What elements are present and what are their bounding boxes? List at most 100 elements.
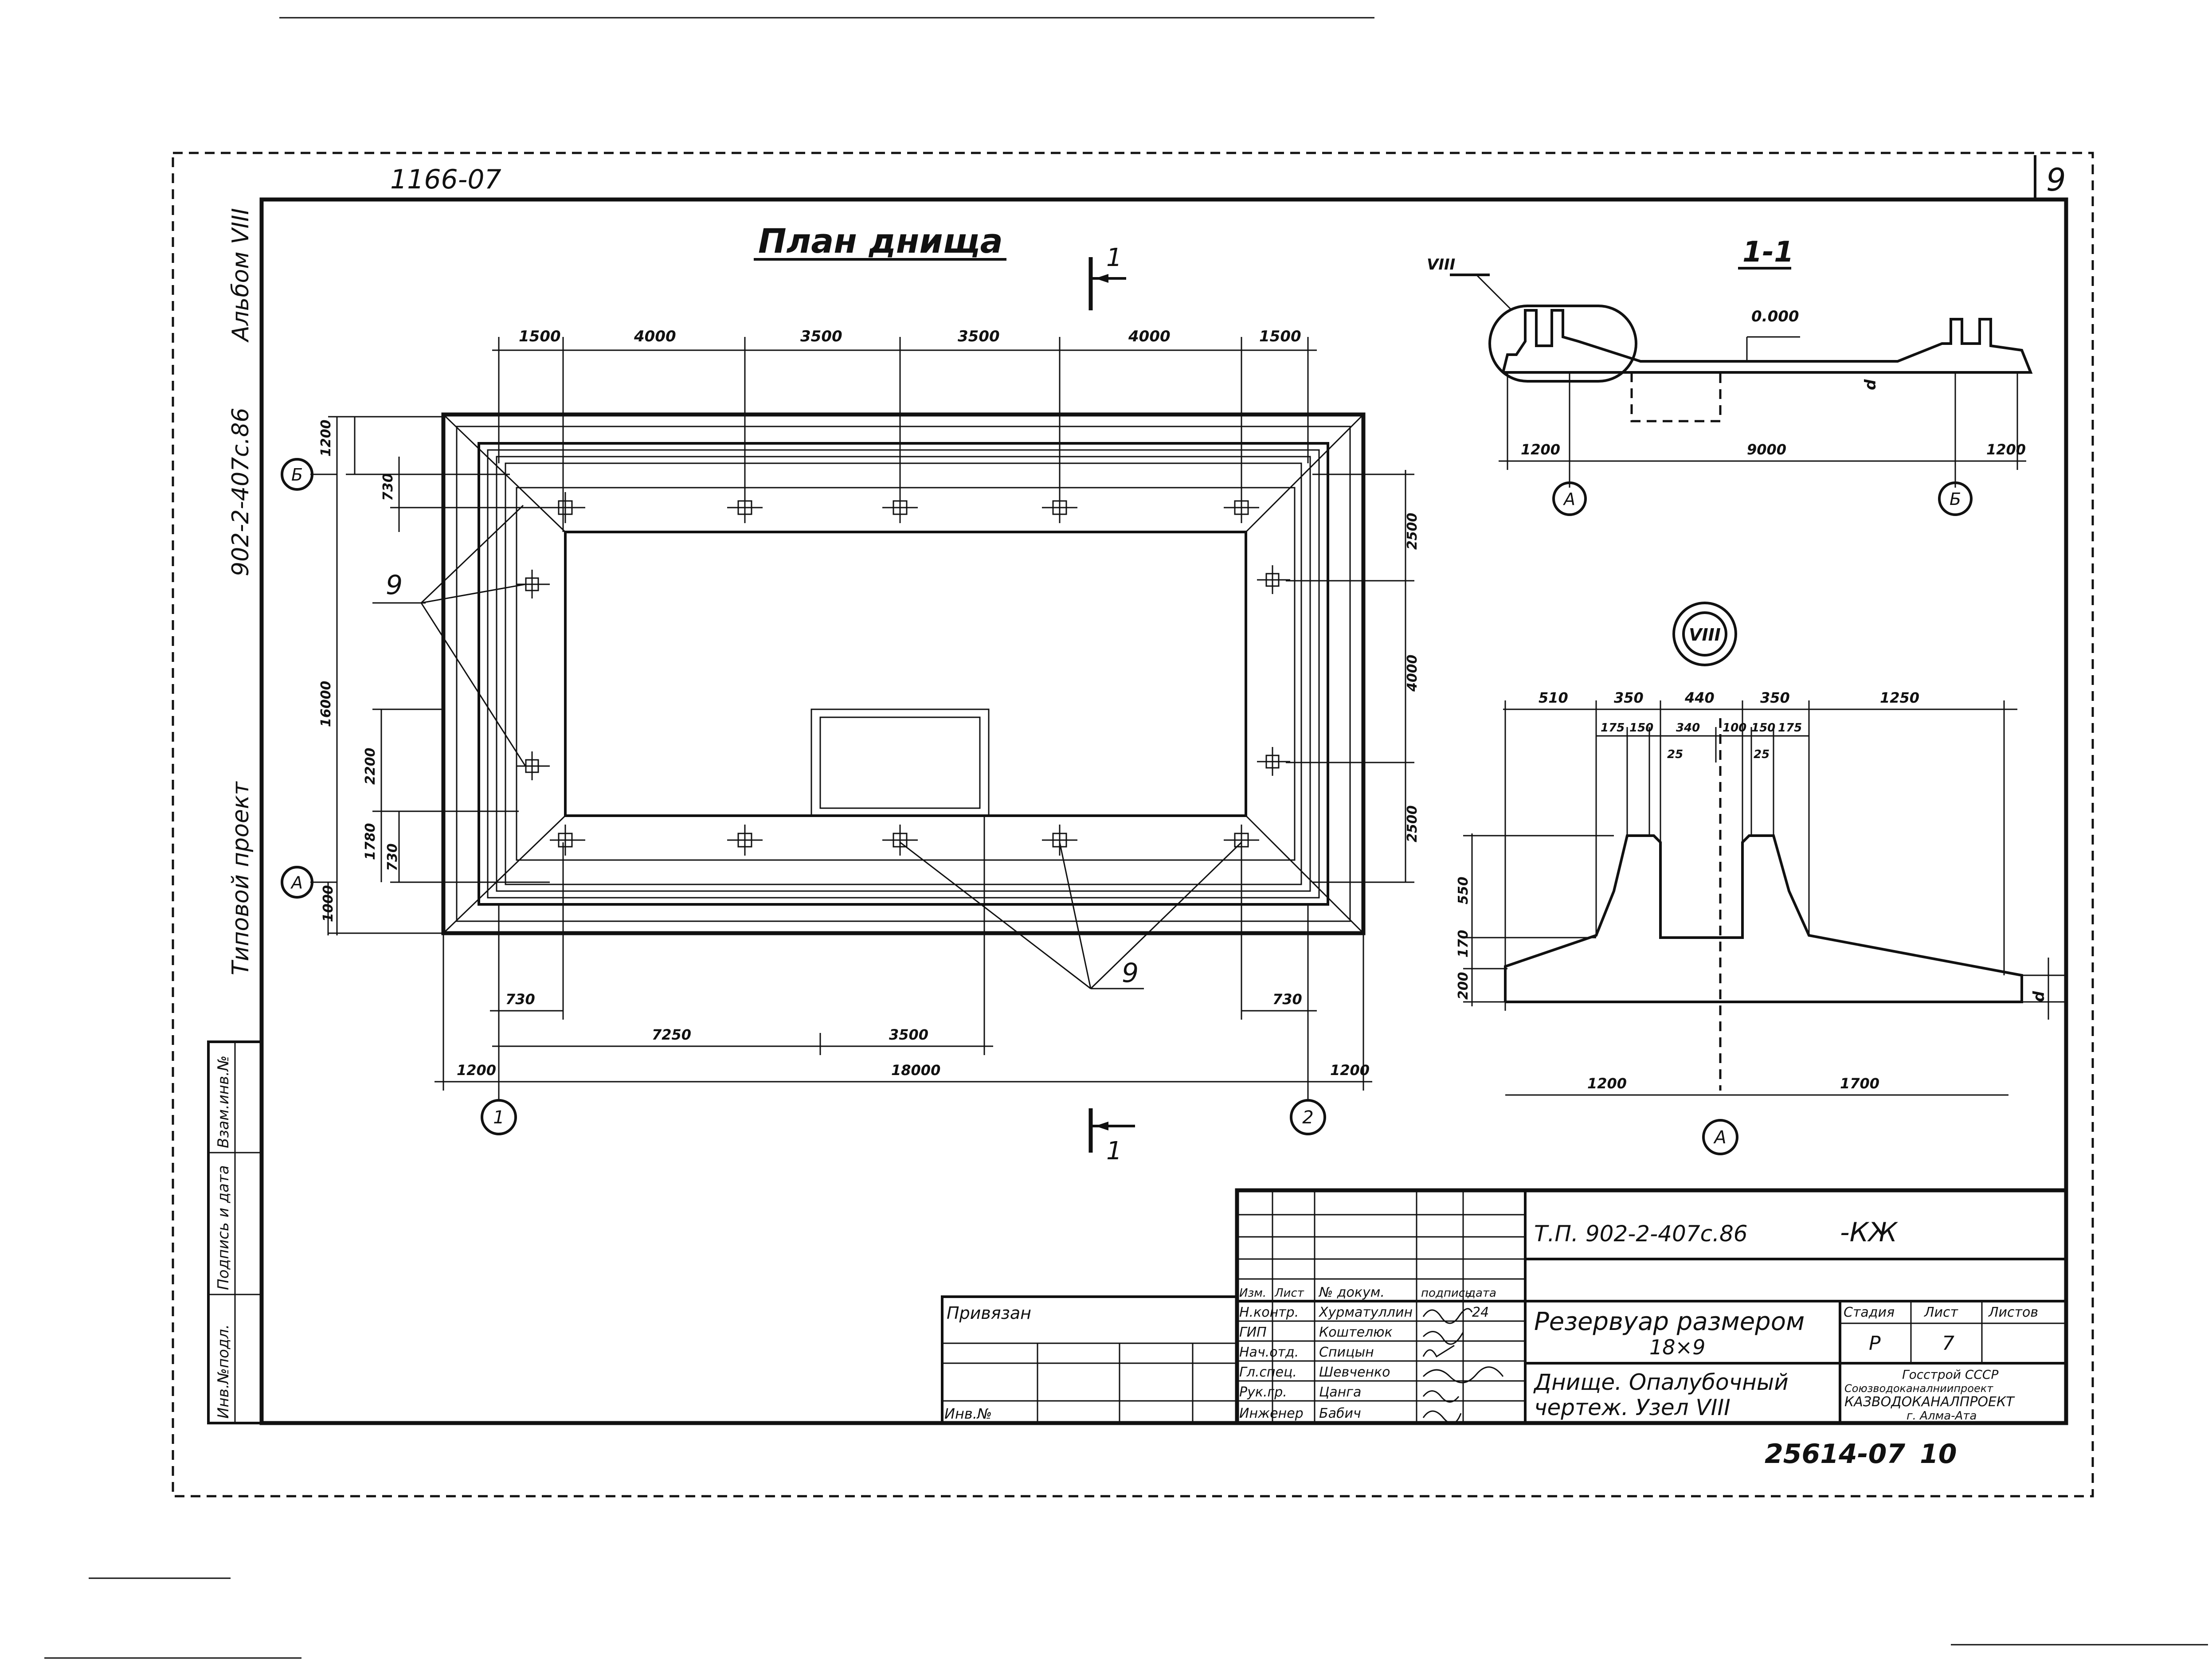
svg-text:А: А xyxy=(1713,1127,1726,1148)
plan-callout-left: 9 xyxy=(372,504,526,766)
svg-text:1: 1 xyxy=(1106,243,1122,272)
tb-role: Инженер xyxy=(1239,1406,1304,1421)
plan-bottom-dim: 1200 xyxy=(457,1062,496,1079)
axis-marker-a xyxy=(281,866,313,899)
inv-label: Инв.№ xyxy=(944,1405,992,1422)
side-column-replace: Взам.инв.№ xyxy=(215,1056,232,1148)
tb-sheet-name-1: Днище. Опалубочный xyxy=(1533,1369,1789,1395)
section-node-mark: VIII xyxy=(1427,256,1455,274)
node-mark-circle xyxy=(1672,602,1737,666)
plan-right-dims xyxy=(1286,470,1414,883)
plan-slab xyxy=(441,412,1366,935)
plan-left-dim: 1000 xyxy=(321,885,336,923)
plan-right-dim: 2500 xyxy=(1405,806,1420,843)
node-top-dim: 1250 xyxy=(1880,689,1919,706)
plan-right-dim: 2500 xyxy=(1405,513,1420,550)
node-bottom-dim: 1200 xyxy=(1587,1075,1627,1092)
section-axis-a xyxy=(1552,481,1587,516)
plan-top-dim: 1500 xyxy=(1259,328,1301,345)
plan-bottom-dim: 730 xyxy=(505,991,535,1008)
svg-text:1: 1 xyxy=(1106,1137,1122,1165)
tb-object-name: Резервуар размером xyxy=(1534,1307,1805,1336)
tb-name: Хурматуллин xyxy=(1318,1305,1413,1320)
tb-header: № докум. xyxy=(1318,1285,1385,1300)
tb-role: ГИП xyxy=(1239,1325,1267,1340)
tb-name: Коштелюк xyxy=(1319,1325,1393,1340)
axis-marker-1 xyxy=(481,1099,517,1135)
section-title: 1-1 xyxy=(1742,236,1794,269)
tb-org-4: г. Алма-Ата xyxy=(1907,1409,1977,1423)
tb-sheet-name-2: чертеж. Узел VIII xyxy=(1534,1395,1730,1420)
svg-text:2: 2 xyxy=(1302,1107,1313,1128)
plan-bottom-dim: 7250 xyxy=(652,1026,691,1043)
plan-left-dim: 16000 xyxy=(318,681,334,727)
node-profile xyxy=(1504,718,2023,1091)
tb-sheets-header: Листов xyxy=(1988,1305,2038,1320)
plan-top-dims xyxy=(492,337,1317,532)
tb-sheet-no: 7 xyxy=(1942,1332,1954,1355)
plan-left-dim: 1200 xyxy=(318,420,334,457)
sheet-number: 9 xyxy=(2046,162,2066,198)
tb-org-3: КАЗВОДОКАНАЛПРОЕКТ xyxy=(1844,1394,2015,1410)
plan-top-dim: 3500 xyxy=(958,328,1000,345)
node-small-dim: 25 xyxy=(1667,748,1683,761)
side-columns: Взам.инв.№ Подпись и дата Инв.№подл. xyxy=(207,1040,263,1424)
plan-bottom-dims xyxy=(435,816,1372,1091)
plan-title: План днища xyxy=(758,221,1003,261)
node-left-dim: 170 xyxy=(1456,930,1471,958)
bottom-number: 25614-07 xyxy=(1765,1439,1905,1470)
section-level: 0.000 xyxy=(1751,308,1799,325)
section-dim: 1200 xyxy=(1986,441,2026,458)
node-dims xyxy=(1463,700,2066,1096)
section-dim: 9000 xyxy=(1747,441,1786,458)
side-column-signature: Подпись и дата xyxy=(215,1165,232,1290)
archive-number: 1166-07 xyxy=(390,164,501,195)
tb-stage-header: Стадия xyxy=(1844,1305,1895,1320)
node-sub-dim: 100 xyxy=(1723,721,1746,735)
tb-role: Нач.отд. xyxy=(1239,1345,1299,1360)
tb-role: Н.контр. xyxy=(1239,1305,1299,1320)
node-top-dim: 350 xyxy=(1614,689,1644,706)
tb-name: Цанга xyxy=(1319,1384,1361,1400)
plan-top-dim: 3500 xyxy=(800,328,842,345)
node-top-dim: 440 xyxy=(1684,689,1715,706)
plan-right-dim: 4000 xyxy=(1405,655,1420,692)
side-stamp-project: 902-2-407с.86 xyxy=(227,408,254,576)
svg-text:А: А xyxy=(1562,489,1575,509)
node-top-dim: 350 xyxy=(1760,689,1790,706)
node-right-dim: d xyxy=(2030,991,2048,1002)
plan-left-dim: 2200 xyxy=(363,748,378,785)
plan-left-dim: 1780 xyxy=(363,823,378,860)
plan-callout-bottom: 9 xyxy=(900,841,1242,989)
plan-top-dim: 1500 xyxy=(519,328,561,345)
section-profile: VIII 0.000 d xyxy=(1427,256,2033,422)
tb-header: дата xyxy=(1467,1287,1496,1300)
outer-border xyxy=(172,152,2094,1498)
tb-code: Т.П. 902-2-407с.86 xyxy=(1534,1221,1748,1247)
plan-left-dim: 730 xyxy=(385,843,400,871)
tb-header: подпись xyxy=(1421,1287,1472,1300)
node-bottom-dim: 1700 xyxy=(1840,1075,1879,1092)
side-stamp-type: Типовой проект xyxy=(227,781,254,975)
svg-text:9: 9 xyxy=(1122,958,1139,989)
plan-left-dims xyxy=(327,416,550,935)
svg-text:А: А xyxy=(290,873,303,892)
bottom-page: 10 xyxy=(1920,1439,1957,1470)
tb-name: Бабич xyxy=(1319,1406,1361,1421)
side-stamp-album: Альбом VIII xyxy=(227,208,254,343)
node-sub-dim: 150 xyxy=(1751,721,1775,735)
plan-bottom-dim: 3500 xyxy=(889,1026,928,1043)
section-dim: 1200 xyxy=(1521,441,1560,458)
section-mark-bottom: 1 xyxy=(1088,1108,1135,1165)
tb-name: Шевченко xyxy=(1319,1365,1390,1380)
tb-header: Лист xyxy=(1274,1287,1304,1300)
tb-date: 24 xyxy=(1472,1305,1489,1320)
node-small-dim: 25 xyxy=(1754,748,1770,761)
plan-bottom-dim: 18000 xyxy=(891,1062,940,1079)
signatures xyxy=(1422,1308,1504,1424)
tb-org-1: Госстрой СССР xyxy=(1902,1367,1998,1382)
side-column-inventory: Инв.№подл. xyxy=(215,1324,232,1419)
axis-marker-b xyxy=(281,458,313,491)
section-axis-b xyxy=(1938,481,1973,516)
embedded-items xyxy=(517,492,1290,856)
